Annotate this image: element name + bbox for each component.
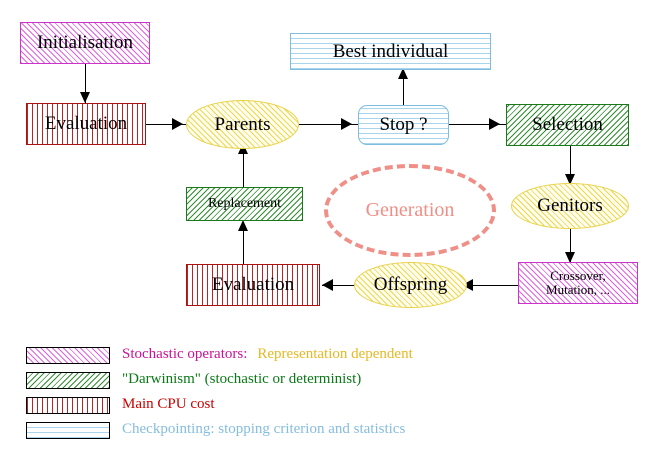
node-label: Best individual: [332, 40, 449, 62]
arrowhead-left-offspring: [462, 279, 473, 291]
node-parents[interactable]: Parents: [186, 100, 299, 149]
node-label: Evaluation: [211, 274, 295, 296]
legend-swatch-darwinism: [26, 372, 110, 389]
connector-stop-to-selection: [449, 124, 511, 125]
node-label: Parents: [214, 113, 271, 135]
node-label: Stop ?: [379, 114, 428, 136]
connector-offspring-to-evaluation: [322, 285, 360, 286]
connector-stop-to-best: [403, 70, 404, 105]
connector-genitors-to-operators: [570, 228, 571, 263]
connector-initialisation-to-evaluation: [85, 63, 86, 103]
legend-label: "Darwinism" (stochastic or determinist): [122, 371, 362, 387]
node-label: Replacement: [207, 195, 282, 211]
legend-swatch-stochastic: [26, 347, 110, 364]
node-label: Initialisation: [36, 32, 134, 54]
arrowhead-left-evaluation: [322, 279, 333, 291]
node-selection[interactable]: Selection: [506, 104, 629, 146]
node-evaluation-top[interactable]: Evaluation: [26, 103, 146, 145]
legend-label-secondary: Representation dependent: [257, 346, 413, 362]
legend-text-checkpointing: Checkpointing: stopping criterion and st…: [122, 421, 405, 438]
connector-parents-to-stop: [298, 124, 358, 125]
node-stop[interactable]: Stop ?: [358, 105, 449, 145]
node-generation: Generation: [324, 164, 496, 257]
node-label: Genitors: [537, 195, 603, 217]
node-label: Generation: [365, 199, 455, 221]
node-genitors[interactable]: Genitors: [511, 183, 629, 229]
legend-label: Checkpointing: stopping criterion and st…: [122, 421, 406, 437]
legend-swatch-checkpointing: [26, 422, 110, 439]
node-label: Crossover, Mutation, ...: [546, 268, 610, 297]
legend-text-cpu: Main CPU cost: [122, 396, 215, 413]
node-label: Selection: [532, 114, 603, 136]
arrowhead-up-replacement: [238, 220, 248, 231]
connector-selection-to-genitors: [570, 146, 571, 184]
arrowhead-right-stop: [341, 118, 352, 130]
legend-label: Stochastic operators:: [122, 346, 248, 362]
arrowhead-down-operators: [565, 252, 575, 263]
node-offspring[interactable]: Offspring: [354, 262, 467, 308]
node-label: Offspring: [373, 274, 448, 296]
connector-evaluation-to-parents: [146, 124, 191, 125]
legend-text-darwinism: "Darwinism" (stochastic or determinist): [122, 371, 361, 388]
legend-text-stochastic: Stochastic operators: Representation depe…: [122, 346, 413, 363]
connector-operators-to-offspring: [462, 285, 518, 286]
node-evaluation-bottom[interactable]: Evaluation: [186, 264, 320, 306]
node-best-individual[interactable]: Best individual: [290, 33, 491, 70]
arrowhead-up-best: [398, 68, 408, 79]
legend-label: Main CPU cost: [122, 396, 215, 412]
node-replacement[interactable]: Replacement: [186, 187, 303, 221]
node-initialisation[interactable]: Initialisation: [20, 22, 150, 64]
arrowhead-right-selection: [489, 118, 500, 130]
node-operators[interactable]: Crossover, Mutation, ...: [518, 262, 638, 304]
connector-replacement-to-parents: [243, 145, 244, 188]
arrowhead-right-parents: [172, 118, 183, 130]
arrowhead-down-initialisation: [80, 92, 90, 103]
arrowhead-down-genitors: [565, 174, 575, 185]
connector-evaluation-to-replacement: [243, 222, 244, 264]
node-label: Evaluation: [44, 113, 128, 135]
legend-swatch-cpu: [26, 397, 110, 414]
